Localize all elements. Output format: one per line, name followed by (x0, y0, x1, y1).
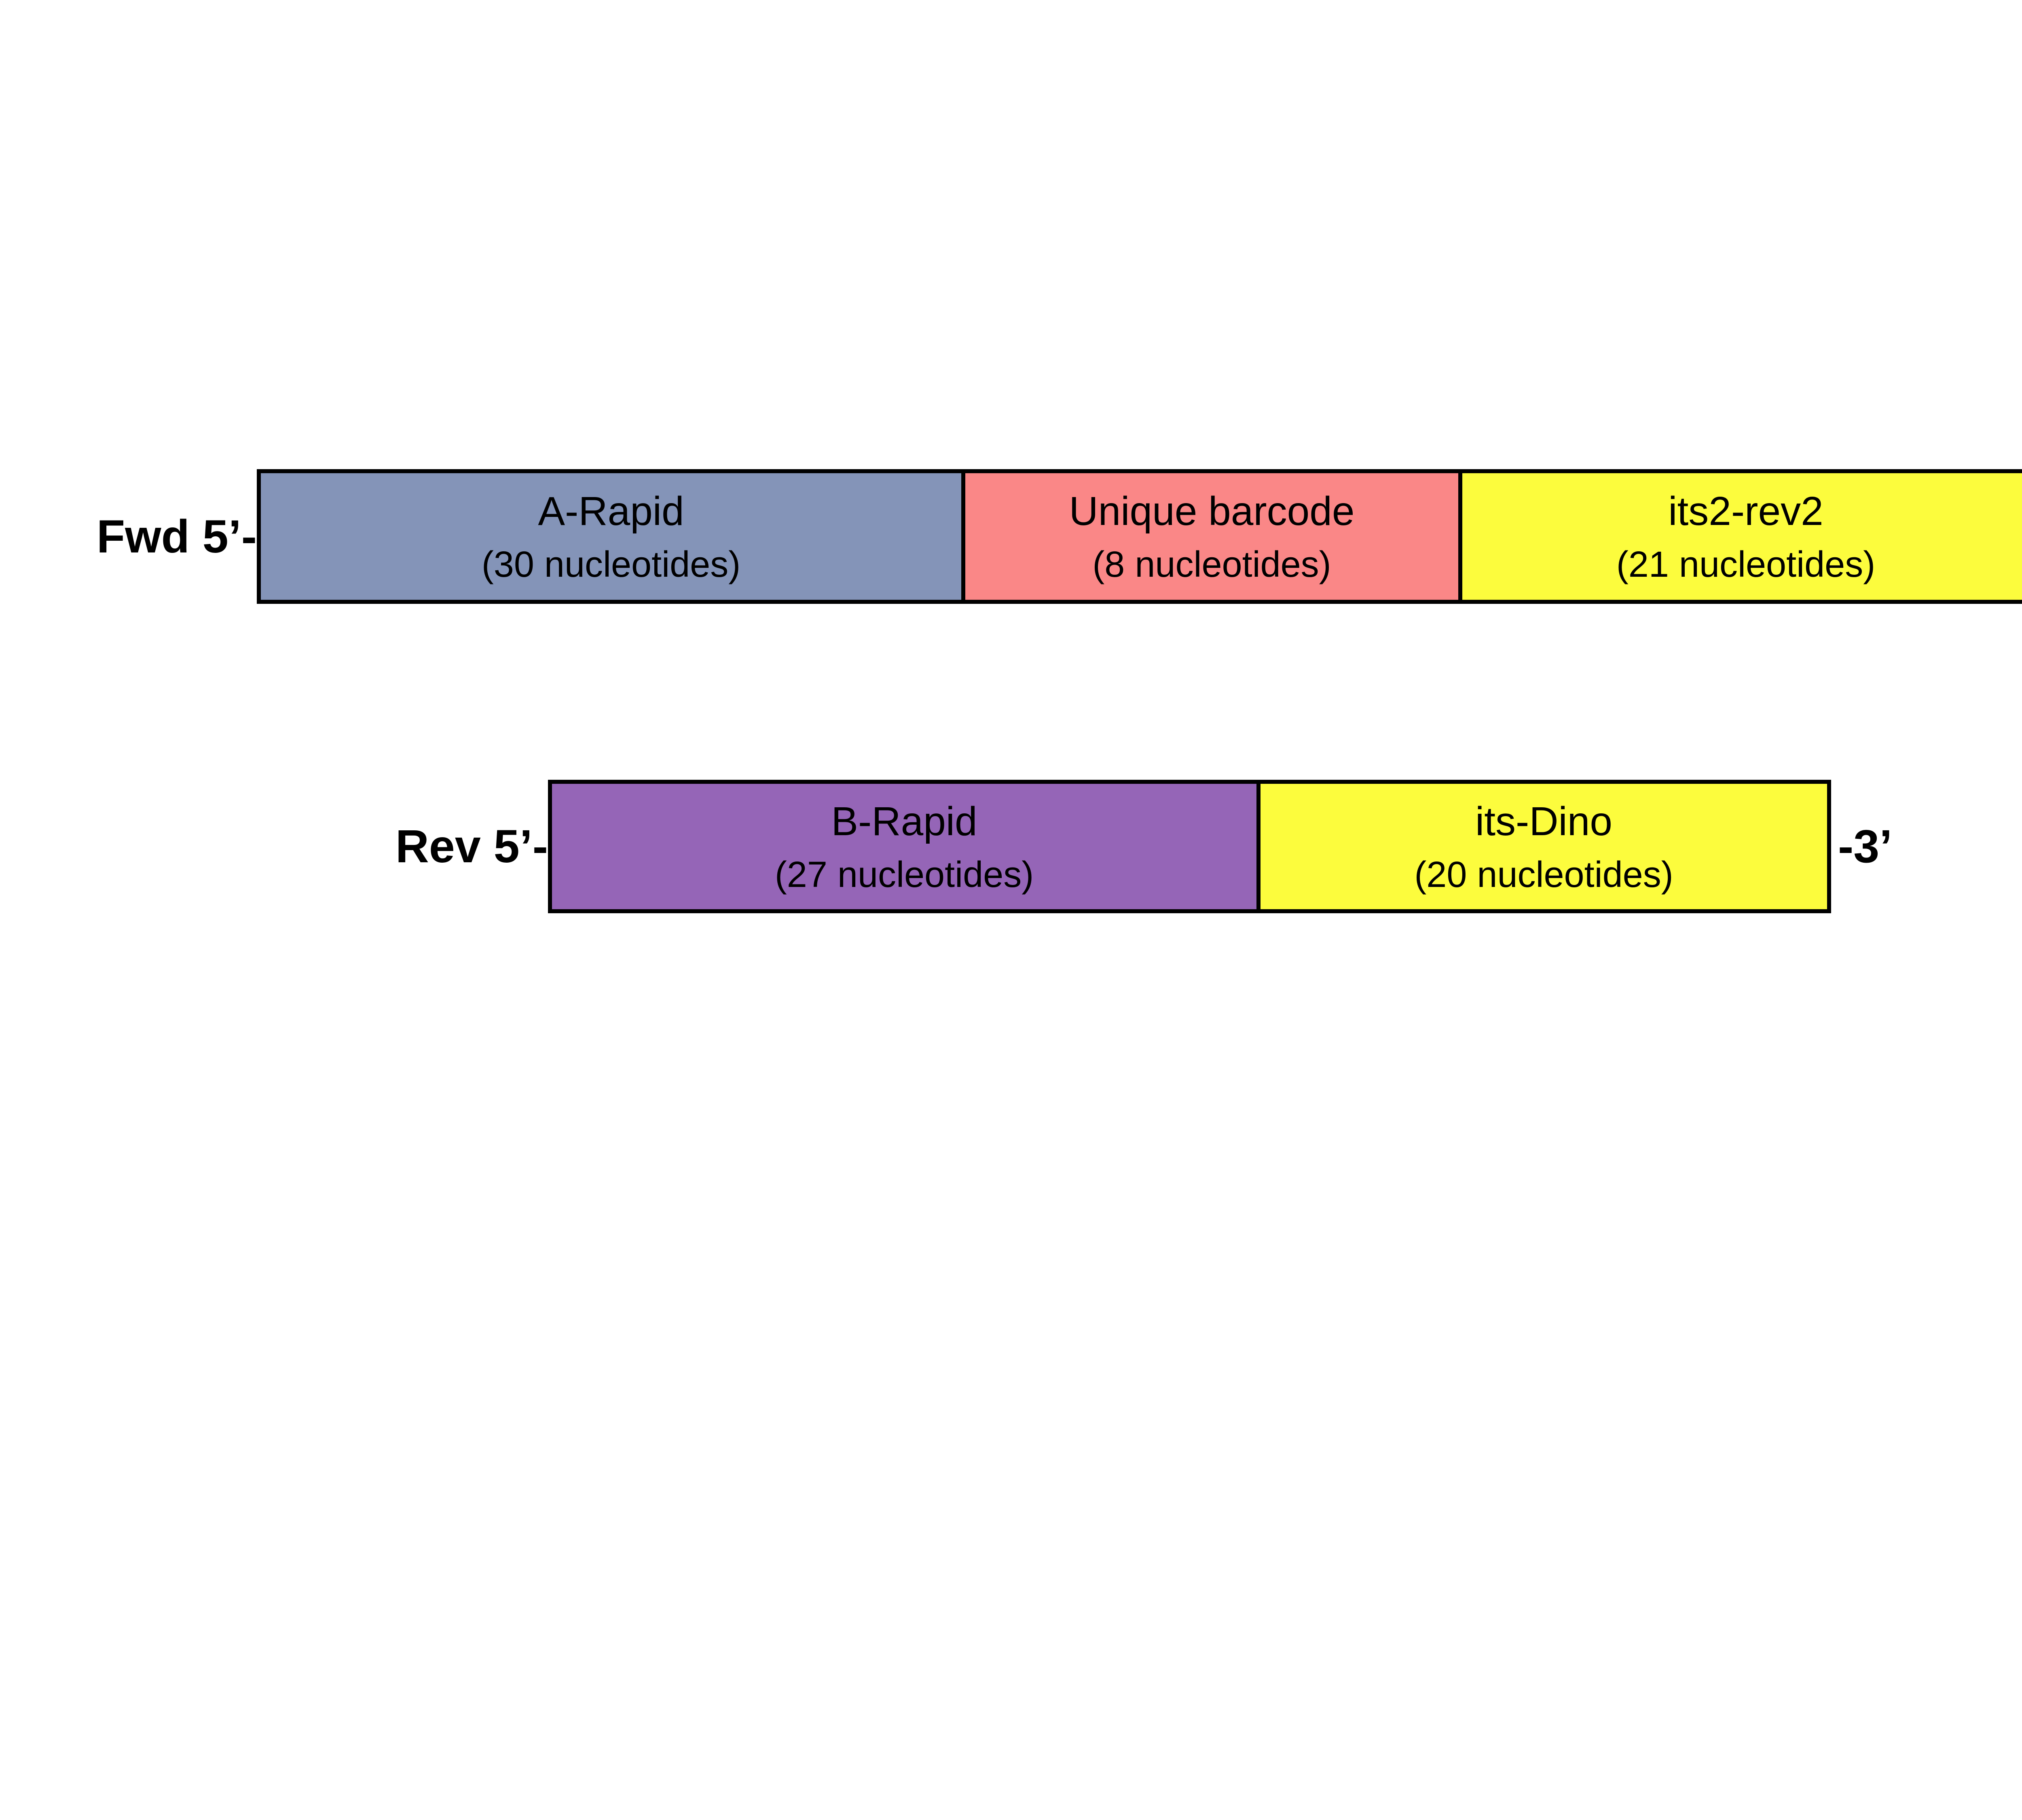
fwd-5prime-label: Fwd 5’- (96, 510, 257, 563)
segment-its-dino-length: (20 nucleotides) (1414, 854, 1673, 895)
segment-a-rapid: A-Rapid (30 nucleotides) (261, 473, 965, 600)
segment-b-rapid: B-Rapid (27 nucleotides) (552, 784, 1261, 909)
rev-5prime-label: Rev 5’- (395, 821, 548, 872)
segment-its2-rev2: its2-rev2 (21 nucleotides) (1462, 473, 2022, 600)
segment-its2-rev2-length: (21 nucleotides) (1616, 544, 1876, 585)
segment-unique-barcode: Unique barcode (8 nucleotides) (965, 473, 1462, 600)
segment-b-rapid-length: (27 nucleotides) (774, 854, 1034, 895)
rev-primer-bar: B-Rapid (27 nucleotides) its-Dino (20 nu… (548, 780, 1831, 913)
segment-b-rapid-name: B-Rapid (831, 798, 977, 844)
segment-its-dino: its-Dino (20 nucleotides) (1261, 784, 1827, 909)
segment-unique-barcode-length: (8 nucleotides) (1092, 544, 1331, 585)
rev-3prime-label: -3’ (1838, 821, 1893, 872)
segment-its2-rev2-name: its2-rev2 (1668, 489, 1823, 534)
segment-a-rapid-name: A-Rapid (538, 489, 684, 534)
segment-a-rapid-length: (30 nucleotides) (481, 544, 741, 585)
segment-unique-barcode-name: Unique barcode (1069, 489, 1355, 534)
segment-its-dino-name: its-Dino (1475, 798, 1612, 844)
fwd-primer-bar: A-Rapid (30 nucleotides) Unique barcode … (257, 469, 2022, 604)
